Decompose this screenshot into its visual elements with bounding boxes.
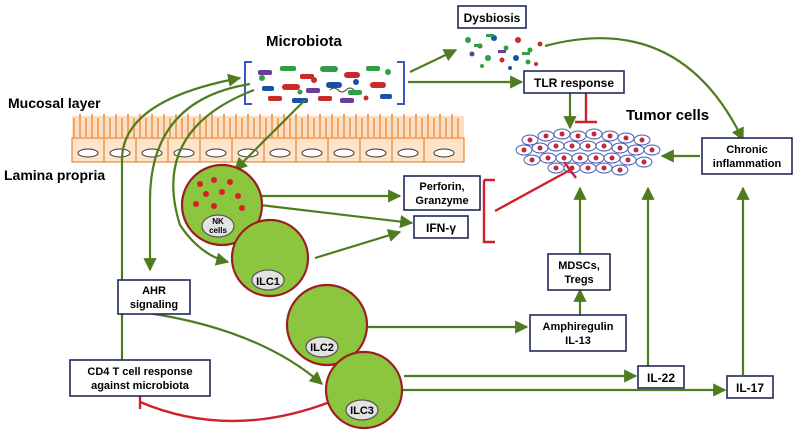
perforin-box: Perforin, Granzyme [403,175,481,211]
dysbiosis-label: Dysbiosis [464,11,521,25]
ahr-label-1: AHR [142,285,166,297]
ilc1-label: ILC1 [256,276,280,288]
il17-box: IL-17 [726,375,774,399]
microbiota-label: Microbiota [266,33,342,50]
chronic-label-1: Chronic [726,144,768,156]
chronic-label-2: inflammation [713,158,782,170]
mdscs-tregs-box: MDSCs, Tregs [547,253,611,291]
il22-label: IL-22 [647,371,675,385]
ilc2-cell: ILC2 [285,283,369,367]
dysbiosis-box: Dysbiosis [457,5,527,29]
microbiota-cluster [244,61,405,105]
ilc1-cell: ILC1 [230,218,310,298]
ahr-label-2: signaling [130,299,178,311]
tlr-response-label: TLR response [534,76,614,90]
perforin-label-2: Granzyme [415,195,468,207]
chronic-inflammation-box: Chronic inflammation [701,137,793,175]
perforin-label-1: Perforin, [419,181,464,193]
tlr-response-box: TLR response [523,70,625,94]
tumor-cells-label: Tumor cells [626,107,709,124]
il17-label: IL-17 [736,381,764,395]
il22-box: IL-22 [637,365,685,389]
tumor-nuclei [521,131,655,173]
amphiregulin-label-1: Amphiregulin [543,321,614,333]
ilc2-label: ILC2 [310,342,334,354]
mucosal-epithelium [71,114,465,163]
amphiregulin-label-2: IL-13 [565,335,591,347]
cd4-label-2: against microbiota [91,380,190,392]
cd4-label-1: CD4 T cell response [87,366,192,378]
ilc3-label: ILC3 [350,405,374,417]
mdscs-label-2: Tregs [564,274,593,286]
nk-cell-label-2: cells [209,226,227,235]
amphiregulin-box: Amphiregulin IL-13 [529,314,627,352]
nk-cell: NK cells [180,163,264,247]
dysbiosis-scatter [465,34,543,70]
ifn-box: IFN-γ [413,215,469,239]
activation-arrows [120,37,750,397]
ahr-signaling-box: AHR signaling [117,279,191,315]
cd4-response-box: CD4 T cell response against microbiota [69,359,211,397]
mdscs-label-1: MDSCs, [558,260,600,272]
lamina-propria-label: Lamina propria [4,167,105,183]
inhibition-lines [138,93,597,423]
ilc3-cell: ILC3 [324,350,404,430]
nk-cell-label-1: NK [212,217,224,226]
mucosal-layer-label: Mucosal layer [8,95,101,111]
ifn-label: IFN-γ [426,221,456,235]
